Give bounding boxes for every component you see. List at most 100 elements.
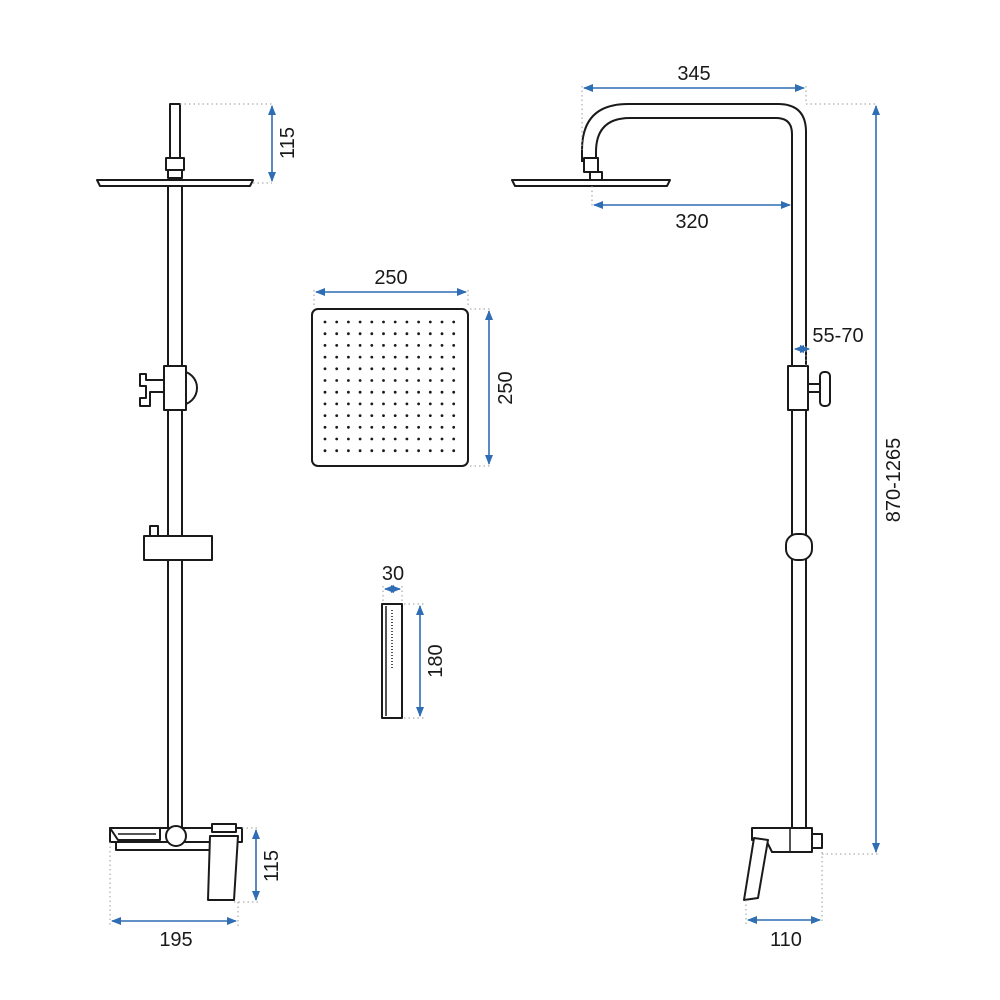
showerhead-nozzle [417, 390, 420, 394]
side-head-connector [583, 157, 599, 173]
showerhead-nozzle [428, 320, 432, 324]
handshower-view: 30 180 [381, 563, 447, 719]
showerhead-nozzle [452, 425, 456, 429]
showerhead-nozzle [335, 355, 339, 359]
showerhead-nozzle [428, 367, 432, 371]
showerhead-nozzle [452, 332, 456, 336]
front-shelf [143, 535, 213, 561]
handshower-width-dim-text: 30 [382, 563, 404, 585]
side-height-dim-text: 870-1265 [883, 438, 905, 523]
showerhead-nozzle [347, 414, 350, 417]
front-shelf-button [149, 525, 159, 537]
front-head-connector-lower [167, 169, 183, 179]
handshower-length-dim-text: 180 [425, 644, 447, 677]
showerhead-nozzle [358, 379, 362, 382]
showerhead-nozzle [382, 344, 385, 347]
showerhead-nozzle [335, 449, 339, 453]
showerhead-nozzle [440, 320, 444, 324]
head-height-dim-text: 250 [495, 371, 517, 404]
showerhead-nozzle [358, 402, 362, 406]
showerhead-nozzle [382, 390, 385, 394]
side-diverter-knob [819, 371, 831, 407]
side-arm-inner [595, 117, 793, 368]
front-head-connector [165, 157, 185, 171]
side-reach-dim-text: 320 [675, 211, 708, 233]
showerhead-nozzle [358, 355, 362, 359]
side-depth-dim-text: 110 [770, 929, 802, 951]
showerhead-nozzle [323, 402, 327, 406]
showerhead-nozzle-grid [323, 320, 456, 453]
showerhead-nozzle [417, 449, 420, 453]
showerhead-nozzle [405, 344, 409, 347]
showerhead-plate [311, 308, 469, 467]
front-diverter-body [163, 365, 187, 411]
showerhead-nozzle [347, 402, 350, 406]
showerhead-nozzle [347, 367, 350, 371]
showerhead-top-view: 250 250 [311, 267, 517, 467]
side-arm-dim-text: 345 [677, 63, 710, 85]
showerhead-nozzle [335, 367, 339, 371]
showerhead-nozzle [370, 437, 374, 441]
showerhead-nozzle [405, 402, 409, 406]
showerhead-nozzle [440, 449, 444, 453]
showerhead-nozzle [358, 367, 362, 371]
showerhead-nozzle [323, 320, 327, 324]
showerhead-nozzle [370, 379, 374, 382]
showerhead-nozzle [370, 332, 374, 336]
showerhead-nozzle [393, 449, 397, 453]
showerhead-nozzle [393, 320, 397, 324]
showerhead-nozzle [440, 344, 444, 347]
showerhead-nozzle [452, 355, 456, 359]
showerhead-nozzle [370, 414, 374, 417]
showerhead-nozzle [358, 414, 362, 417]
showerhead-nozzle [335, 379, 339, 382]
showerhead-nozzle [370, 390, 374, 394]
side-view: 345 320 55-70 870-1265 110 [511, 63, 905, 951]
showerhead-nozzle [417, 414, 420, 417]
showerhead-nozzle [358, 344, 362, 347]
front-width-dim-text: 195 [159, 929, 192, 951]
showerhead-nozzle [347, 332, 350, 336]
showerhead-nozzle [382, 320, 385, 324]
showerhead-nozzle [370, 449, 374, 453]
showerhead-nozzle [323, 390, 327, 394]
showerhead-nozzle [382, 332, 385, 336]
showerhead-nozzle [428, 390, 432, 394]
showerhead-nozzle [323, 449, 327, 453]
showerhead-nozzle [347, 390, 350, 394]
showerhead-nozzle [405, 355, 409, 359]
showerhead-nozzle [393, 379, 397, 382]
showerhead-nozzle [370, 425, 374, 429]
front-top-riser [169, 103, 181, 161]
showerhead-nozzle [382, 425, 385, 429]
showerhead-nozzle [440, 379, 444, 382]
showerhead-nozzle [323, 437, 327, 441]
showerhead-nozzle [335, 332, 339, 336]
showerhead-nozzle [335, 390, 339, 394]
showerhead-nozzle [417, 355, 420, 359]
showerhead-nozzle [382, 355, 385, 359]
front-mixer-lower [115, 841, 217, 851]
showerhead-nozzle [452, 414, 456, 417]
showerhead-nozzle [323, 332, 327, 336]
showerhead-nozzle [405, 379, 409, 382]
showerhead-nozzle [417, 379, 420, 382]
showerhead-nozzle [347, 320, 350, 324]
side-showerhead [511, 179, 671, 187]
showerhead-nozzle [323, 355, 327, 359]
showerhead-nozzle [347, 355, 350, 359]
showerhead-nozzle [335, 320, 339, 324]
showerhead-nozzle [358, 332, 362, 336]
showerhead-nozzle [428, 402, 432, 406]
showerhead-nozzle [393, 437, 397, 441]
showerhead-nozzle [452, 390, 456, 394]
showerhead-nozzle [428, 344, 432, 347]
showerhead-nozzle [393, 332, 397, 336]
showerhead-nozzle [370, 344, 374, 347]
showerhead-nozzle [323, 379, 327, 382]
showerhead-nozzle [452, 402, 456, 406]
side-arm-outer [581, 103, 807, 368]
showerhead-nozzle [393, 425, 397, 429]
showerhead-nozzle [428, 425, 432, 429]
